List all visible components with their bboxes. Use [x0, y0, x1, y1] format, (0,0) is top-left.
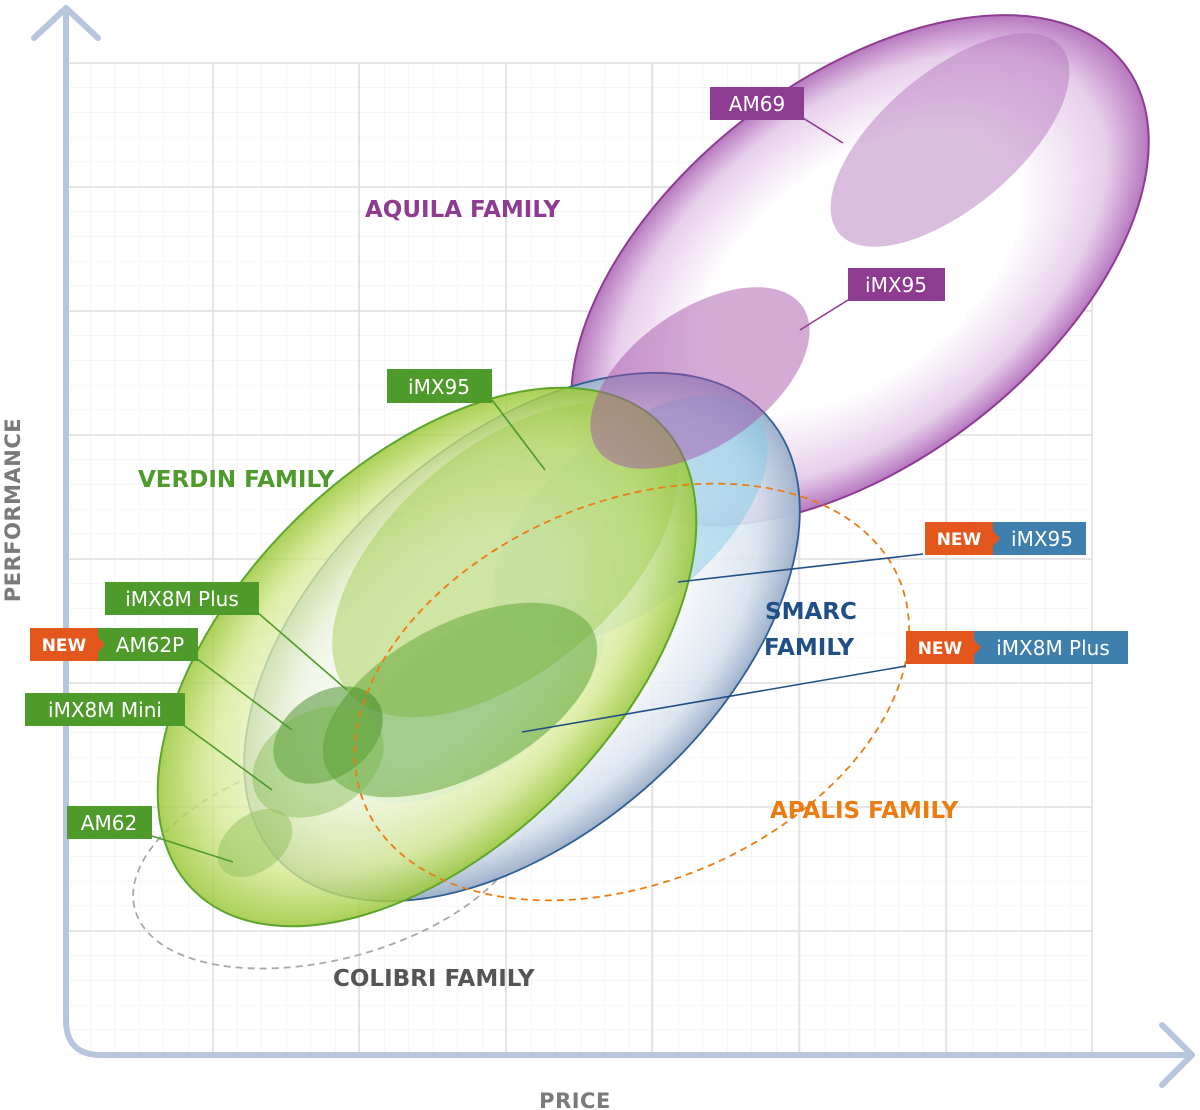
aquila-am69-chip: AM69	[710, 87, 804, 120]
svg-text:iMX95: iMX95	[408, 375, 470, 399]
chip-arrow-icon	[98, 637, 105, 652]
verdin-am62-chip: AM62	[67, 806, 152, 839]
aquila-imx95-blob	[590, 287, 810, 469]
verdin-imx8m-plus-blob	[322, 602, 598, 798]
chip-arrow-icon	[974, 640, 981, 655]
verdin-am62-blob	[217, 809, 293, 877]
verdin-family-region	[156, 386, 698, 928]
colibri-family-label: COLIBRI FAMILY	[333, 966, 535, 992]
new-badge: NEW	[918, 639, 963, 659]
svg-text:AM62: AM62	[81, 811, 137, 835]
svg-text:iMX8M Plus: iMX8M Plus	[996, 636, 1110, 660]
apalis-family-region	[354, 482, 910, 902]
smarc-family-label-line2: FAMILY	[764, 635, 854, 661]
x-axis-label: PRICE	[539, 1089, 611, 1110]
verdin-imx95-chip: iMX95	[387, 369, 492, 403]
leader-lines	[151, 117, 924, 863]
svg-text:AM62P: AM62P	[116, 633, 184, 657]
verdin-family-label: VERDIN FAMILY	[138, 467, 335, 493]
svg-text:iMX8M Mini: iMX8M Mini	[48, 698, 162, 722]
verdin-imx8m-plus-chip: iMX8M Plus	[105, 582, 259, 615]
axis-line	[63, 5, 1195, 1058]
chip-arrow-icon	[993, 531, 1000, 546]
smarc-imx95-chip: NEW iMX95	[925, 522, 1086, 555]
y-axis-arrow-icon	[31, 5, 101, 41]
new-badge: NEW	[937, 530, 982, 550]
verdin-am62p-chip: NEW AM62P	[30, 628, 198, 661]
aquila-am69-blob	[830, 33, 1070, 247]
smarc-imx8m-plus-chip: NEW iMX8M Plus	[906, 631, 1128, 664]
smarc-family-label-line1: SMARC	[765, 599, 857, 625]
axes	[31, 5, 1195, 1088]
aquila-family-label: AQUILA FAMILY	[365, 197, 560, 223]
svg-text:AM69: AM69	[729, 92, 785, 116]
svg-text:iMX95: iMX95	[1011, 527, 1073, 551]
x-axis-arrow-icon	[1159, 1022, 1195, 1088]
verdin-imx8m-mini-chip: iMX8M Mini	[25, 693, 185, 726]
new-badge: NEW	[42, 636, 87, 656]
verdin-imx8m-mini-blob	[252, 706, 384, 818]
aquila-imx95-chip: iMX95	[848, 268, 945, 301]
svg-text:iMX95: iMX95	[865, 273, 927, 297]
y-axis-label: PERFORMANCE	[1, 418, 25, 602]
apalis-family-label: APALIS FAMILY	[770, 798, 959, 824]
svg-text:iMX8M Plus: iMX8M Plus	[125, 587, 239, 611]
